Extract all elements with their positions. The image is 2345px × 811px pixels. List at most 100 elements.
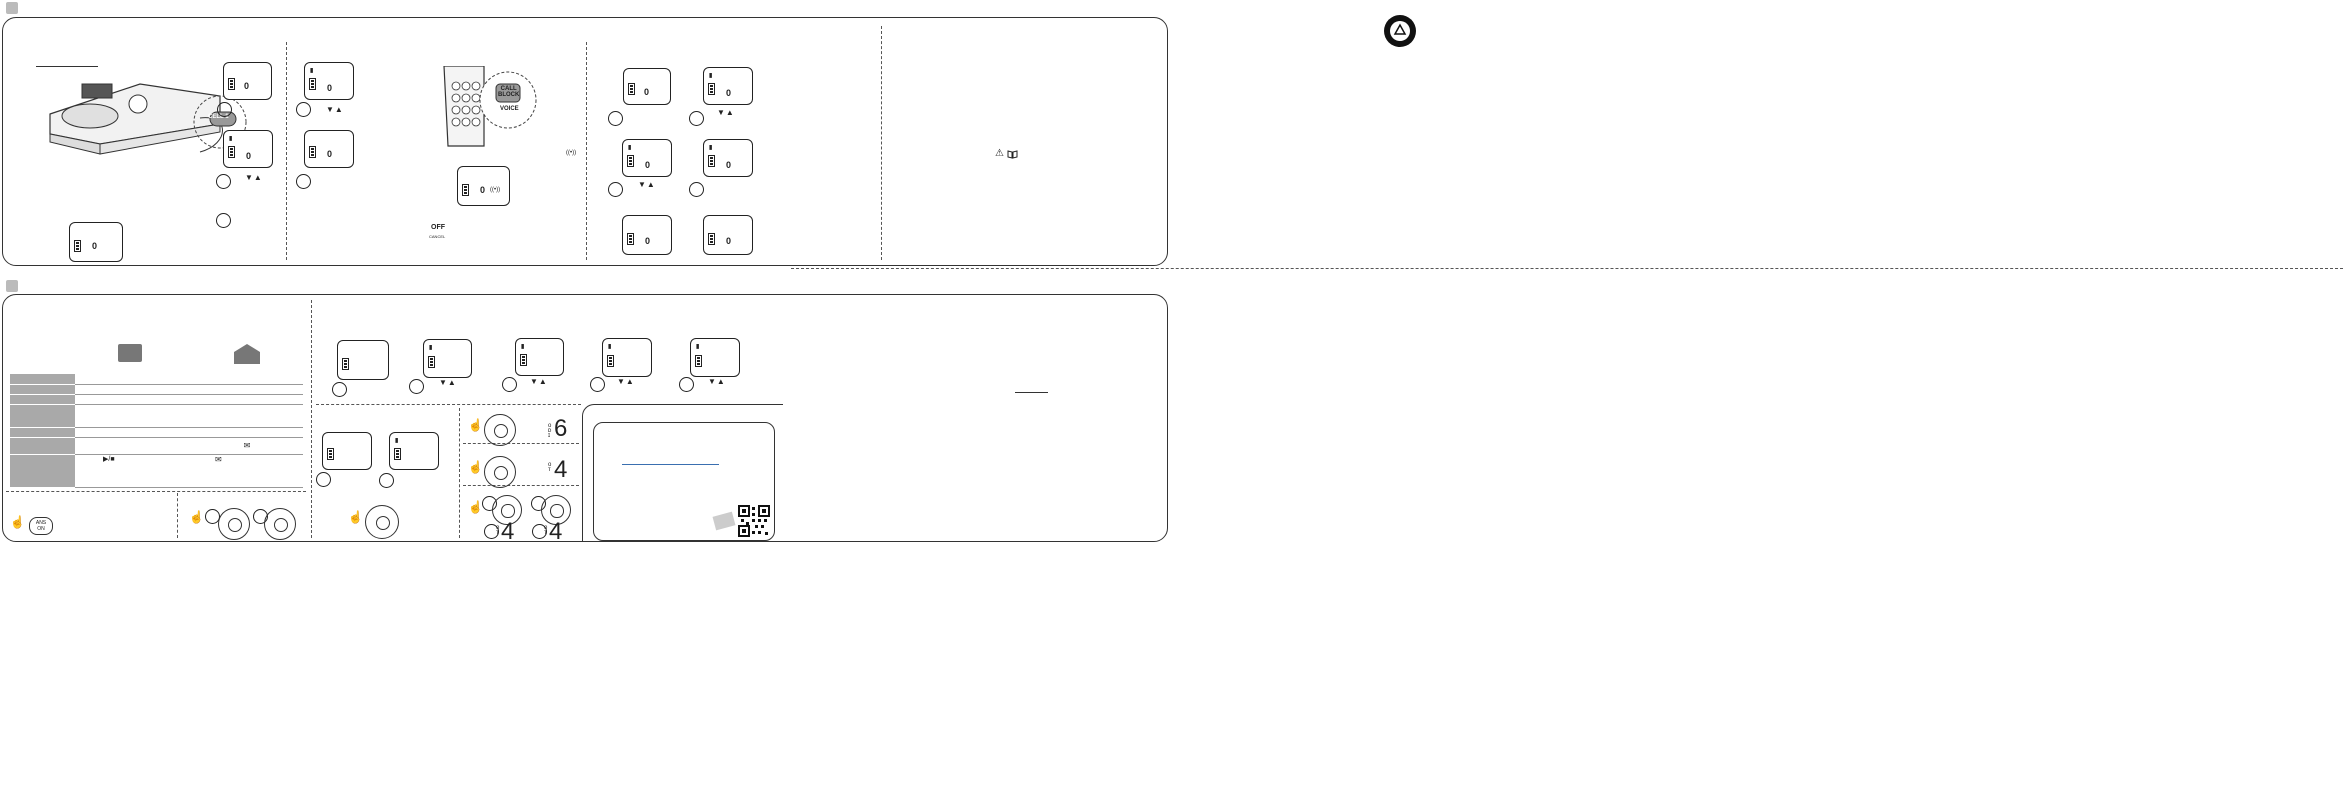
lcd-screen: ▮ (690, 338, 740, 377)
play-stop-label: ▶/■ (75, 454, 191, 488)
lcd-screen: 0 (623, 68, 671, 105)
lcd-screen: ▮ (515, 338, 564, 376)
finger-press-icon: ☝ (348, 510, 363, 524)
scroll-arrows: ▼▲ (245, 173, 263, 182)
lcd-screen: ▮0 (703, 139, 753, 177)
call-block-label: CALL BLOCK (498, 86, 520, 98)
nav-dial (218, 508, 250, 540)
step-circle (296, 102, 311, 117)
step-circle (409, 379, 424, 394)
step-circle (608, 111, 623, 126)
recycle-seal (1384, 15, 1416, 47)
divider (459, 408, 460, 538)
manual-book-icon (1007, 150, 1018, 159)
step-circle (689, 111, 704, 126)
scroll-arrows: ▼▲ (530, 377, 548, 386)
cell-button-label: CELL 1 (208, 114, 229, 120)
divider (463, 443, 579, 444)
support-box (593, 422, 775, 541)
lcd-screen: 0((•)) (457, 166, 510, 206)
feature-table: ✉ ▶/■✉ (10, 374, 303, 488)
nav-dial (264, 508, 296, 540)
divider (177, 493, 178, 538)
step-circle (608, 182, 623, 197)
support-link[interactable] (622, 464, 719, 465)
lcd-screen: 0 (223, 62, 272, 100)
off-label: OFF (431, 224, 445, 231)
divider (316, 404, 581, 405)
step-circle (590, 377, 605, 392)
lcd-screen (322, 432, 372, 470)
finger-press-icon: ☝ (468, 500, 483, 514)
step-circle (332, 382, 347, 397)
divider (6, 491, 306, 492)
divider (586, 42, 587, 260)
telephone-base-illustration (49, 83, 247, 155)
signal-icon: ((•)) (566, 150, 577, 156)
lcd-screen: ▮ (389, 432, 439, 470)
step-circle (217, 102, 232, 117)
step-circle (216, 213, 231, 228)
qr-code (738, 505, 770, 537)
nav-dial (541, 495, 571, 525)
step-circle (296, 174, 311, 189)
finger-press-icon: ☝ (10, 515, 25, 529)
step-circle (316, 472, 331, 487)
bluetooth-icon (6, 2, 18, 14)
lcd-screen: 0 (69, 222, 123, 262)
warning-icon: ⚠ (995, 148, 1004, 159)
scroll-arrows: ▼▲ (708, 377, 726, 386)
nav-dial (484, 414, 516, 446)
voice-mail-envelope-icon (234, 344, 260, 364)
scroll-arrows: ▼▲ (717, 108, 735, 117)
finger-press-icon: ☝ (468, 460, 483, 474)
scroll-arrows: ▼▲ (638, 180, 656, 189)
cancel-label: CANCEL (429, 234, 446, 239)
lcd-screen: ▮0 (622, 139, 672, 177)
message-count: 4 (501, 518, 515, 545)
finger-press-icon: ☝ (468, 418, 483, 432)
message-count: 4 (549, 518, 563, 545)
nav-dial (484, 456, 516, 488)
lcd-screen: ▮ (602, 338, 652, 377)
voice-label: VOICE (500, 106, 519, 112)
scroll-arrows: ▼▲ (326, 105, 344, 114)
step-circle (502, 377, 517, 392)
step-circle (689, 182, 704, 197)
divider (463, 485, 579, 486)
lcd-screen: ▮0 (304, 62, 354, 100)
heading-underline (1015, 392, 1048, 393)
answering-machine-icon (6, 280, 18, 292)
scroll-arrows: ▼▲ (439, 378, 457, 387)
heading-underline (36, 66, 98, 67)
step-circle (484, 524, 499, 539)
nav-dial (492, 495, 522, 525)
setup-panel (2, 17, 1168, 266)
lcd-screen: ▮0 (223, 130, 273, 168)
lcd-screen: 0 (703, 215, 753, 255)
lcd-screen (337, 340, 389, 380)
divider (286, 42, 287, 260)
lcd-screen: 0 (622, 215, 672, 255)
step-circle (679, 377, 694, 392)
handset-illustration (443, 66, 537, 147)
lcd-screen: ▮0 (703, 67, 753, 105)
fold-line (791, 268, 2343, 269)
ans-on-button[interactable]: ANS ON (29, 517, 53, 535)
lcd-screen: 0 (304, 130, 354, 168)
step-circle (216, 174, 231, 189)
divider (311, 300, 312, 538)
scroll-arrows: ▼▲ (617, 377, 635, 386)
finger-press-icon: ☝ (189, 510, 204, 524)
message-count: 4 (554, 456, 568, 483)
step-circle (532, 524, 547, 539)
nav-dial (365, 505, 399, 539)
divider (881, 26, 882, 260)
lcd-screen: ▮ (423, 339, 472, 378)
step-circle (379, 473, 394, 488)
message-count: 6 (554, 415, 568, 442)
